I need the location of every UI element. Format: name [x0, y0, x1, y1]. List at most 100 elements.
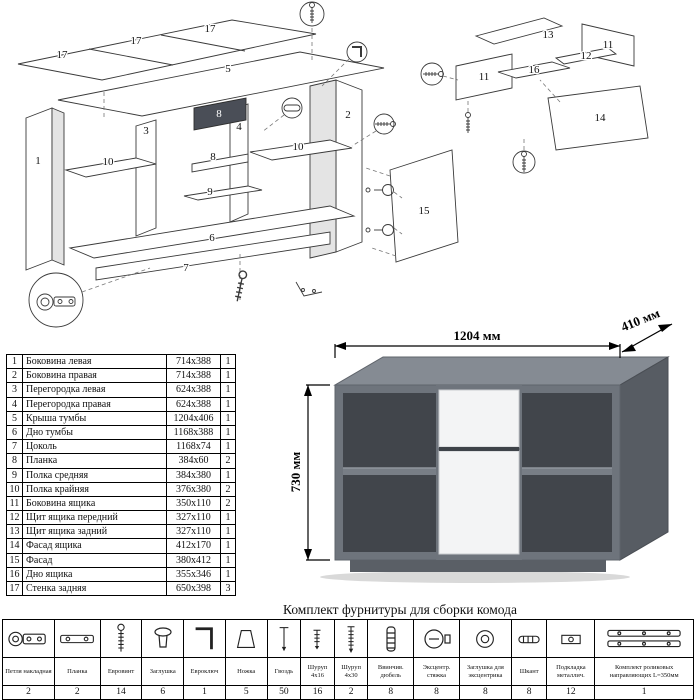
cam-lock-icon: [414, 620, 459, 658]
hardware-label: Ножка: [225, 658, 267, 686]
screw-icon: [301, 620, 334, 658]
hexkey-icon: [184, 620, 225, 658]
hardware-column: Ввинчив. дюбель 8: [367, 620, 414, 699]
part-name: Крыша тумбы: [23, 411, 167, 426]
part-label-17: 17: [131, 35, 143, 47]
hardware-column: Евровинт 14: [99, 620, 142, 699]
hardware-qty: 8: [483, 687, 488, 697]
part-quantity: 1: [221, 468, 236, 483]
hardware-qty: 14: [116, 687, 126, 697]
part-name: Боковина левая: [23, 355, 167, 370]
part-quantity: 1: [221, 369, 236, 384]
part-right-side-2: [335, 79, 363, 253]
part-label-10: 10: [103, 156, 115, 168]
part-name: Перегородка правая: [23, 397, 167, 412]
part-quantity: 1: [221, 383, 236, 398]
table-row: 13 Щит ящика задний 327x110 1: [7, 525, 236, 540]
part-size: 376x380: [167, 482, 221, 497]
drawer-front: [438, 389, 520, 448]
hexkey-callout-icon: [321, 41, 368, 87]
part-quantity: 1: [221, 411, 236, 426]
hardware-label: Евровинт: [100, 658, 142, 686]
part-number: 6: [7, 425, 23, 441]
part-label-15: 15: [419, 205, 431, 217]
hardware-qty: 6: [160, 687, 166, 697]
part-label-2: 2: [345, 109, 351, 121]
part-label-3: 3: [143, 125, 149, 137]
part-quantity: 1: [221, 355, 236, 370]
part-name: Планка: [23, 454, 167, 469]
part-label-17: 17: [205, 23, 217, 35]
part-size: 714x388: [167, 369, 221, 384]
part-label-14: 14: [595, 112, 607, 124]
part-label-17: 17: [57, 49, 69, 61]
part-size: 412x170: [167, 539, 221, 554]
table-row: 5 Крыша тумбы 1204x406 1: [7, 411, 236, 426]
height-dimension-label: 730 мм: [288, 452, 303, 493]
part-quantity: 2: [221, 496, 236, 512]
part-partition-3: [135, 119, 157, 237]
part-number: 3: [7, 383, 23, 398]
part-number: 13: [7, 525, 23, 540]
part-number: 15: [7, 553, 23, 568]
part-name: Перегородка левая: [23, 383, 167, 398]
hardware-qty: 2: [348, 687, 354, 697]
hardware-qty: 8: [388, 687, 394, 697]
part-labels: 17 17 17 5 1 2 3 4 10 10 8 8 9 6 7 15 13…: [34, 22, 615, 276]
dresser-image: [320, 356, 670, 583]
table-row: 3 Перегородка левая 624x388 1: [7, 383, 236, 398]
part-drawer-back-13: [474, 17, 564, 45]
table-row: 17 Стенка задняя 650x398 3: [7, 582, 236, 597]
hardware-column: Евроключ 1: [183, 620, 225, 699]
part-name: Стенка задняя: [23, 582, 167, 597]
part-size: 1204x406: [167, 411, 221, 426]
part-quantity: 2: [221, 482, 236, 497]
part-label-11: 11: [603, 39, 614, 51]
part-back-panels-17: [17, 19, 317, 81]
part-label-16: 16: [529, 64, 541, 76]
part-label-10: 10: [293, 141, 305, 153]
part-quantity: 1: [221, 567, 236, 582]
hardware-label: Петля накладная: [3, 658, 54, 686]
part-label-8: 8: [210, 151, 216, 163]
dowel-callout-icon: [261, 97, 303, 133]
cam-lock-icon: [365, 184, 403, 236]
door-front: [438, 450, 520, 555]
cabinet-exploded-view: [17, 19, 459, 300]
part-number: 11: [7, 496, 23, 512]
hardware-column: Петля накладная 2: [3, 620, 54, 699]
drawer-runners-icon: [595, 620, 694, 658]
hardware-column: Эксцентр. стяжка 8: [413, 620, 459, 699]
part-shelf-10-left: [64, 157, 157, 178]
part-quantity: 2: [221, 454, 236, 469]
part-size: 1168x388: [167, 425, 221, 441]
corner-bracket-icon: [295, 281, 323, 297]
hardware-label: Гвоздь: [267, 658, 301, 686]
hardware-column: Ножка 5: [224, 620, 267, 699]
table-row: 14 Фасад ящика 412x170 1: [7, 539, 236, 554]
hardware-label: Планка: [54, 658, 100, 686]
hardware-column: Заглушка для эксцентрика 8: [458, 620, 511, 699]
part-size: 384x60: [167, 454, 221, 469]
product-render: 1204 мм 410 мм 730 мм: [288, 305, 673, 583]
part-number: 10: [7, 482, 23, 497]
hinge-callout-icon: [28, 267, 151, 328]
metal-washer-icon: [547, 620, 595, 658]
part-name: Дно ящика: [23, 567, 167, 582]
part-quantity: 1: [221, 440, 236, 455]
hardware-label: Подкладка металлич.: [547, 658, 595, 686]
part-drawer-facade-14: [547, 85, 649, 151]
plug-icon: [142, 620, 184, 658]
part-number: 2: [7, 369, 23, 384]
part-quantity: 1: [221, 511, 236, 526]
part-size: 384x380: [167, 468, 221, 483]
hardware-column: Подкладка металлич. 12: [546, 620, 595, 699]
part-label-8: 8: [216, 108, 222, 120]
width-dimension-label: 1204 мм: [454, 328, 501, 343]
part-size: 714x388: [167, 355, 221, 370]
part-label-13: 13: [543, 29, 555, 41]
part-left-side-1: [25, 107, 53, 271]
hardware-column: Комплект роликовых направляющих L=350мм …: [594, 620, 694, 699]
hardware-label: Заглушка для эксцентрика: [459, 658, 511, 686]
depth-dimension-label: 410 мм: [619, 305, 662, 334]
